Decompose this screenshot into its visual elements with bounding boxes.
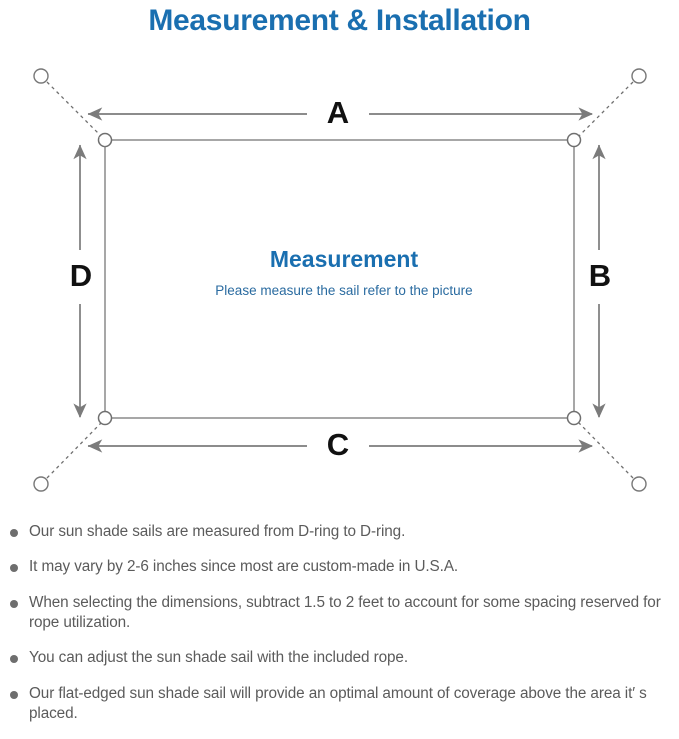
anchor-point-bottom-right [631, 476, 647, 492]
page-title: Measurement & Installation [148, 4, 531, 37]
d-ring-top-left [97, 132, 113, 148]
d-ring-bottom-left [97, 410, 113, 426]
note-text: Our flat-edged sun shade sail will provi… [29, 684, 647, 723]
dimension-label-c: C [327, 427, 349, 462]
rope-bottom-left [46, 422, 102, 479]
list-item: Our sun shade sails are measured from D-… [0, 522, 679, 542]
note-text: When selecting the dimensions, subtract … [29, 593, 661, 632]
rope-dashed-lines [46, 81, 634, 479]
list-item: Our flat-edged sun shade sail will provi… [0, 684, 679, 725]
anchor-point-top-left [33, 68, 49, 84]
notes-list: Our sun shade sails are measured from D-… [0, 522, 679, 739]
bullet-icon [10, 599, 18, 608]
rope-bottom-right [578, 422, 634, 479]
list-item: It may vary by 2-6 inches since most are… [0, 557, 679, 577]
d-ring-top-right [566, 132, 582, 148]
d-ring-bottom-right [566, 410, 582, 426]
diagram-center-subtitle: Please measure the sail refer to the pic… [215, 283, 472, 298]
bullet-icon [10, 655, 18, 664]
bullet-icon [10, 564, 18, 573]
diagram-center-title: Measurement [270, 246, 419, 272]
dimension-label-b: B [589, 258, 611, 293]
anchor-point-top-right [631, 68, 647, 84]
anchor-point-bottom-left [33, 476, 49, 492]
rope-top-right [578, 81, 634, 137]
measurement-diagram: A C D B Measurement Please measure the s… [0, 52, 679, 514]
note-text: It may vary by 2-6 inches since most are… [29, 558, 459, 576]
dimension-label-d: D [70, 258, 92, 293]
bullet-icon [10, 690, 18, 699]
bullet-icon [10, 529, 18, 537]
rope-top-left [46, 81, 102, 137]
note-text: Our sun shade sails are measured from D-… [29, 523, 406, 540]
note-text: You can adjust the sun shade sail with t… [29, 649, 408, 667]
dimension-label-a: A [327, 95, 349, 130]
list-item: When selecting the dimensions, subtract … [0, 593, 679, 634]
sail-rectangle [104, 139, 575, 419]
list-item: You can adjust the sun shade sail with t… [0, 648, 679, 668]
